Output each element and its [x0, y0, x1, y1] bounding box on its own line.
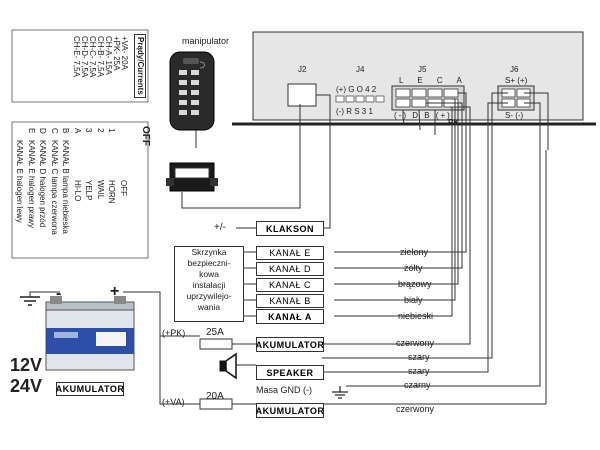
fuse-20a [199, 398, 233, 410]
chassis-ground-symbol [332, 386, 348, 399]
wire-color-b: biały [404, 295, 423, 305]
current-line-pk: +PK- 25A [112, 36, 121, 71]
klakson-label: KLAKSON [256, 221, 324, 236]
j6-label: J6 [510, 65, 519, 74]
channel-b-label: KANAŁ B [256, 294, 324, 308]
battery-minus: - [56, 285, 62, 302]
channel-c-label: KANAŁ C [256, 278, 324, 292]
j2-connector [287, 83, 317, 107]
current-line-che: CH-E- 7,5A [72, 36, 81, 77]
speaker-label: SPEAKER [256, 365, 324, 380]
voltage-12v: 12V [10, 355, 43, 375]
manipulator-connector [166, 162, 218, 192]
battery-label: AKUMULATOR [55, 382, 125, 396]
ground-label: Masa GND (-) [256, 385, 312, 395]
va-akumulator-label: AKUMULATOR [256, 403, 324, 418]
j4-label: J4 [356, 65, 365, 74]
currents-panel-border [11, 29, 149, 103]
manipulator-label: manipulator [182, 36, 230, 46]
wire-color-d: żółty [404, 263, 423, 273]
pk-tag: (+PK) [162, 328, 186, 338]
battery-plus: + [110, 283, 120, 300]
battery-ground-symbol [20, 296, 40, 306]
j5-top-pins: L E C A [399, 76, 468, 85]
pk-akumulator-label: AKUMULATOR [256, 337, 324, 352]
battery-graphic [45, 296, 135, 371]
va-fuse-rating: 20A [206, 391, 224, 402]
klakson-sign: +/- [214, 222, 226, 233]
current-line-chc: CH-C- 7,5A [88, 36, 97, 78]
mode-row: KANAŁ E halogen lewy [15, 140, 25, 223]
fuse-box-text-line: Skrzynka [191, 247, 227, 257]
fuse-box-text-line: kowa [199, 269, 219, 279]
va-tag: (+VA) [162, 397, 185, 407]
channel-d-label: KANAŁ D [256, 262, 324, 276]
va-wire-color: czerwony [396, 404, 435, 414]
fuse-25a [199, 338, 233, 350]
current-line-cha: CH-A- 15A [104, 36, 113, 75]
fuse-box-text-line: wania [197, 302, 221, 312]
j2-label: J2 [298, 65, 307, 74]
current-line-va: +VA- 20A [120, 36, 129, 70]
fuse-box-description: Skrzynka bezpieczni- kowa instalacji upr… [174, 246, 244, 322]
speaker-symbol [219, 352, 237, 380]
speaker-wire-color-2: szary [408, 366, 430, 376]
j6-bottom-pins: S- (-) [505, 111, 524, 120]
voltage-24v: 24V [10, 376, 43, 396]
modes-off-title: OFF [140, 126, 151, 146]
j5-bottom-pins: (-) D B (+) [394, 111, 452, 120]
ground-wire-color: czarny [404, 380, 431, 390]
current-line-chb: CH-B- 7,5A [96, 36, 105, 77]
fuse-box-text-line: instalacji [192, 280, 226, 290]
fuse-box-text-line: uprzywilejo- [186, 291, 232, 301]
wire-color-e: zielony [400, 247, 429, 257]
pk-wire-color: czerwony [396, 338, 435, 348]
j5-pk-label: PK [448, 118, 460, 127]
wire-color-a: niebieski [398, 311, 434, 321]
j4-bottom-pins: (-) R S 3 1 [336, 107, 373, 116]
j6-top-pins: S+ (+) [505, 76, 528, 85]
channel-a-label: KANAŁ A [256, 309, 324, 324]
j5-label: J5 [418, 65, 427, 74]
current-line-chd: CH-D- 7,5A [80, 36, 89, 78]
currents-title: Prądy/Currents [134, 34, 146, 98]
mode-row: OFF [119, 180, 128, 196]
manipulator-device [169, 51, 215, 131]
modes-panel-border [11, 121, 149, 259]
fuse-box-text-line: bezpieczni- [187, 258, 231, 268]
speaker-wire-color-1: szary [408, 352, 430, 362]
j4-top-pins: (+) G O 4 2 [336, 85, 377, 94]
channel-e-label: KANAŁ E [256, 246, 324, 260]
pk-fuse-rating: 25A [206, 327, 224, 338]
currents-list: +VA- 20A +PK- 25A CH-A- 15A CH-B- 7,5A C… [72, 36, 129, 78]
wire-color-c: brązowy [398, 279, 432, 289]
j4-connector [335, 95, 385, 103]
